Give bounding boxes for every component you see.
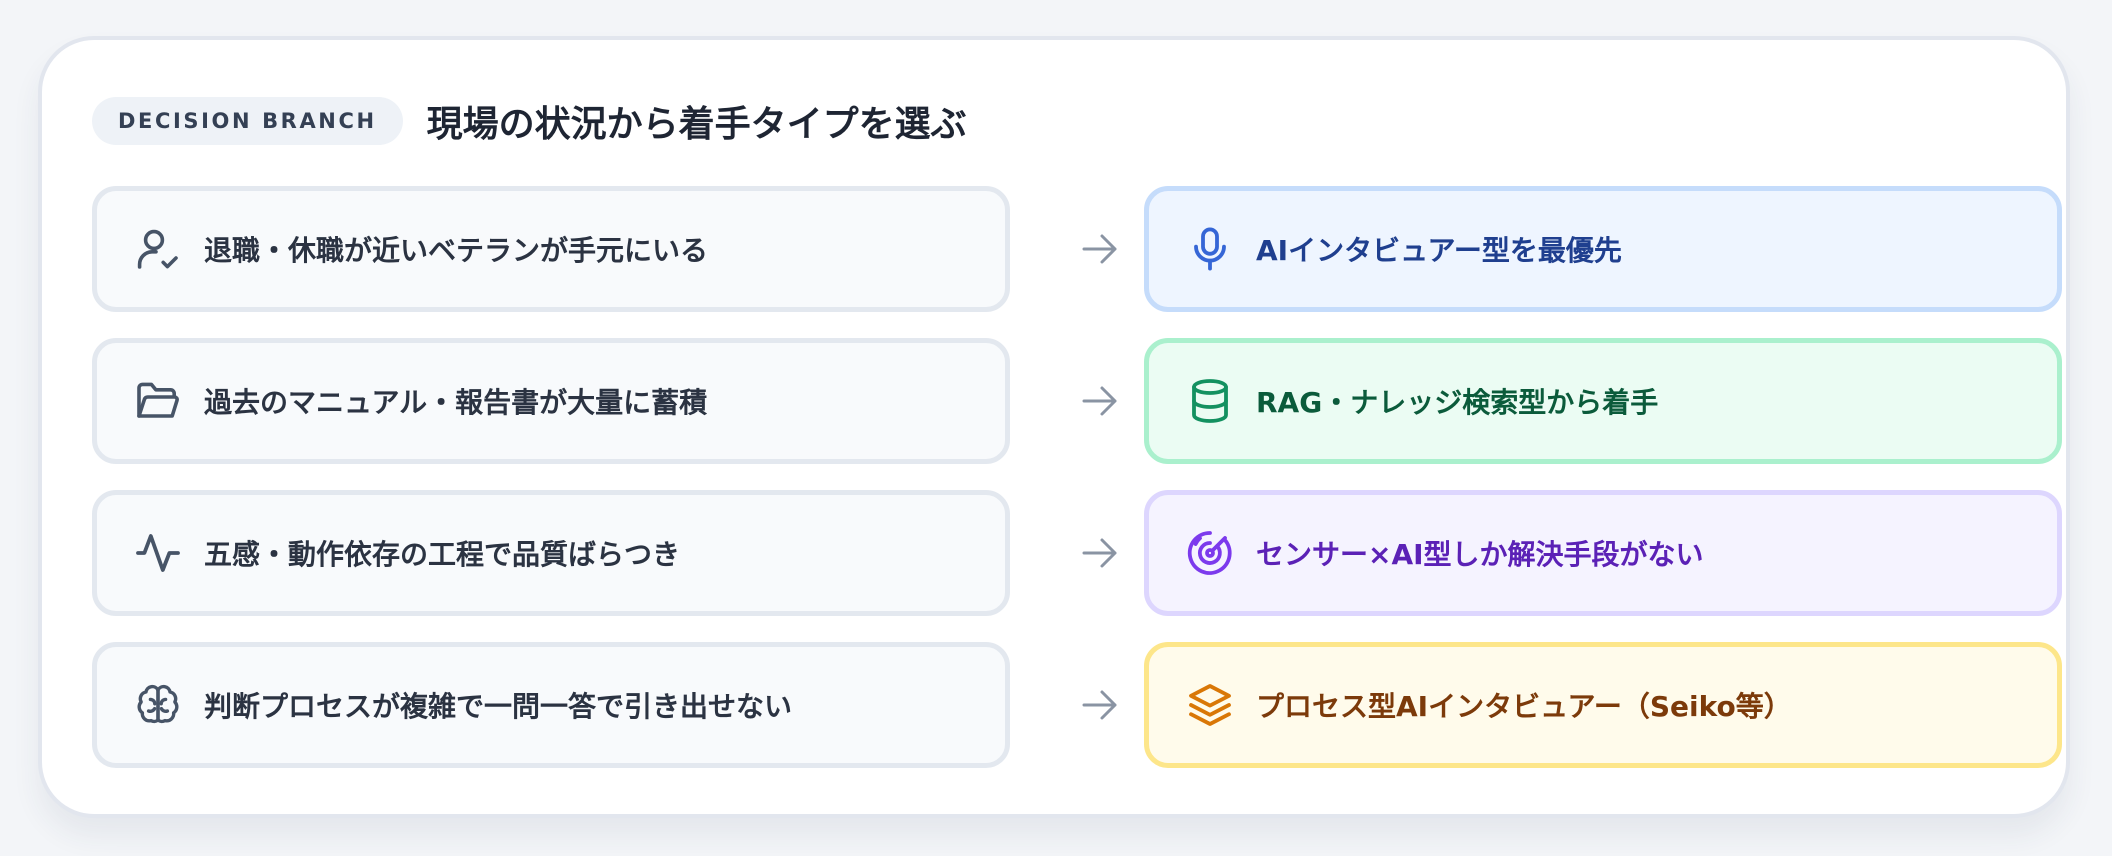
situation-box: 過去のマニュアル・報告書が大量に蓄積 [92,338,1010,464]
recommendation-label: RAG・ナレッジ検索型から着手 [1256,386,1659,419]
arrow-right-icon [1080,383,1120,419]
situation-label: 五感・動作依存の工程で品質ばらつき [204,538,681,571]
decision-branch-card: DECISION BRANCH 現場の状況から着手タイプを選ぶ 退職・休職が近い… [38,36,2070,818]
section-tag: DECISION BRANCH [92,97,403,145]
folder-open-icon [134,377,182,425]
database-icon [1186,377,1234,425]
arrow-right-icon [1080,231,1120,267]
situation-box: 退職・休職が近いベテランが手元にいる [92,186,1010,312]
situation-label: 過去のマニュアル・報告書が大量に蓄積 [204,386,708,419]
card-header: DECISION BRANCH 現場の状況から着手タイプを選ぶ [92,97,967,145]
recommendation-box: AIインタビュアー型を最優先 [1144,186,2062,312]
layers-icon [1186,681,1234,729]
situation-label: 判断プロセスが複雑で一問一答で引き出せない [204,690,793,723]
situation-box: 五感・動作依存の工程で品質ばらつき [92,490,1010,616]
arrow-right-icon [1080,687,1120,723]
situation-box: 判断プロセスが複雑で一問一答で引き出せない [92,642,1010,768]
user-check-icon [134,225,182,273]
recommendation-box: センサー×AI型しか解決手段がない [1144,490,2062,616]
radar-icon [1186,529,1234,577]
microphone-icon [1186,225,1234,273]
recommendation-label: AIインタビュアー型を最優先 [1256,234,1622,267]
recommendation-label: プロセス型AIインタビュアー（Seiko等） [1256,690,1792,723]
situation-label: 退職・休職が近いベテランが手元にいる [204,234,709,267]
recommendation-label: センサー×AI型しか解決手段がない [1256,538,1704,571]
recommendation-box: プロセス型AIインタビュアー（Seiko等） [1144,642,2062,768]
arrow-right-icon [1080,535,1120,571]
branch-row: 退職・休職が近いベテランが手元にいる AIインタビュアー型を最優先 [92,186,2062,312]
activity-pulse-icon [134,529,182,577]
branch-row: 判断プロセスが複雑で一問一答で引き出せない プロセス型AIインタビュアー（Sei… [92,642,2062,768]
branch-row: 過去のマニュアル・報告書が大量に蓄積 RAG・ナレッジ検索型から着手 [92,338,2062,464]
brain-icon [134,681,182,729]
card-title: 現場の状況から着手タイプを選ぶ [426,104,967,145]
branch-row: 五感・動作依存の工程で品質ばらつき センサー×AI型しか解決手段がない [92,490,2062,616]
recommendation-box: RAG・ナレッジ検索型から着手 [1144,338,2062,464]
